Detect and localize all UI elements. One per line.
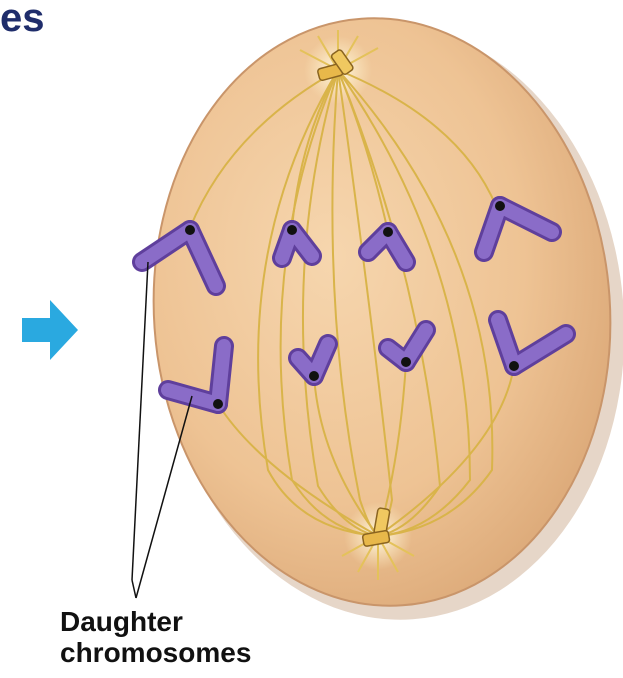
arrow-right-icon (22, 300, 78, 360)
daughter-chromosomes-label: Daughter chromosomes (60, 606, 251, 668)
label-line-1: Daughter (60, 606, 251, 637)
label-line-2: chromosomes (60, 637, 251, 668)
page-title: es (0, 0, 45, 42)
